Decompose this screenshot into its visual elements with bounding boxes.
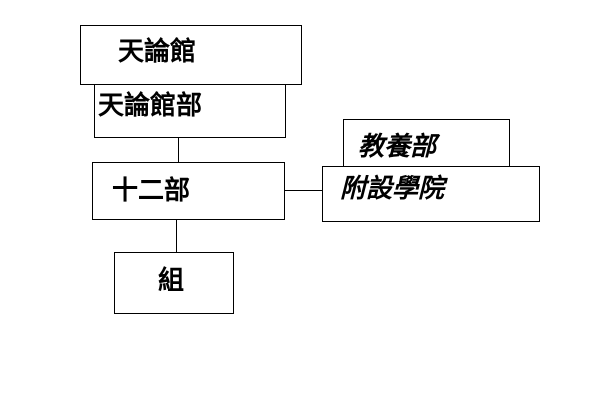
node-kumi-label: 組 — [158, 266, 185, 296]
connector-tenronkan-bu-to-junibu — [178, 138, 179, 162]
node-junibu-label: 十二部 — [112, 176, 191, 206]
node-tenronkan-bu-label: 天論館部 — [98, 91, 203, 121]
node-junibu — [92, 162, 285, 220]
node-tenronkan-bu — [94, 84, 286, 138]
node-fusetsu-gakuin-label: 附設學院 — [340, 174, 445, 204]
node-kumi — [114, 252, 234, 314]
connector-junibu-to-fusetsu — [285, 190, 323, 191]
node-tenronkan — [80, 25, 302, 85]
node-fusetsu-gakuin — [322, 166, 540, 222]
node-tenronkan-label: 天論館 — [118, 37, 197, 67]
node-kyoyobu-label: 教養部 — [358, 132, 437, 162]
connector-junibu-to-kumi — [176, 220, 177, 252]
